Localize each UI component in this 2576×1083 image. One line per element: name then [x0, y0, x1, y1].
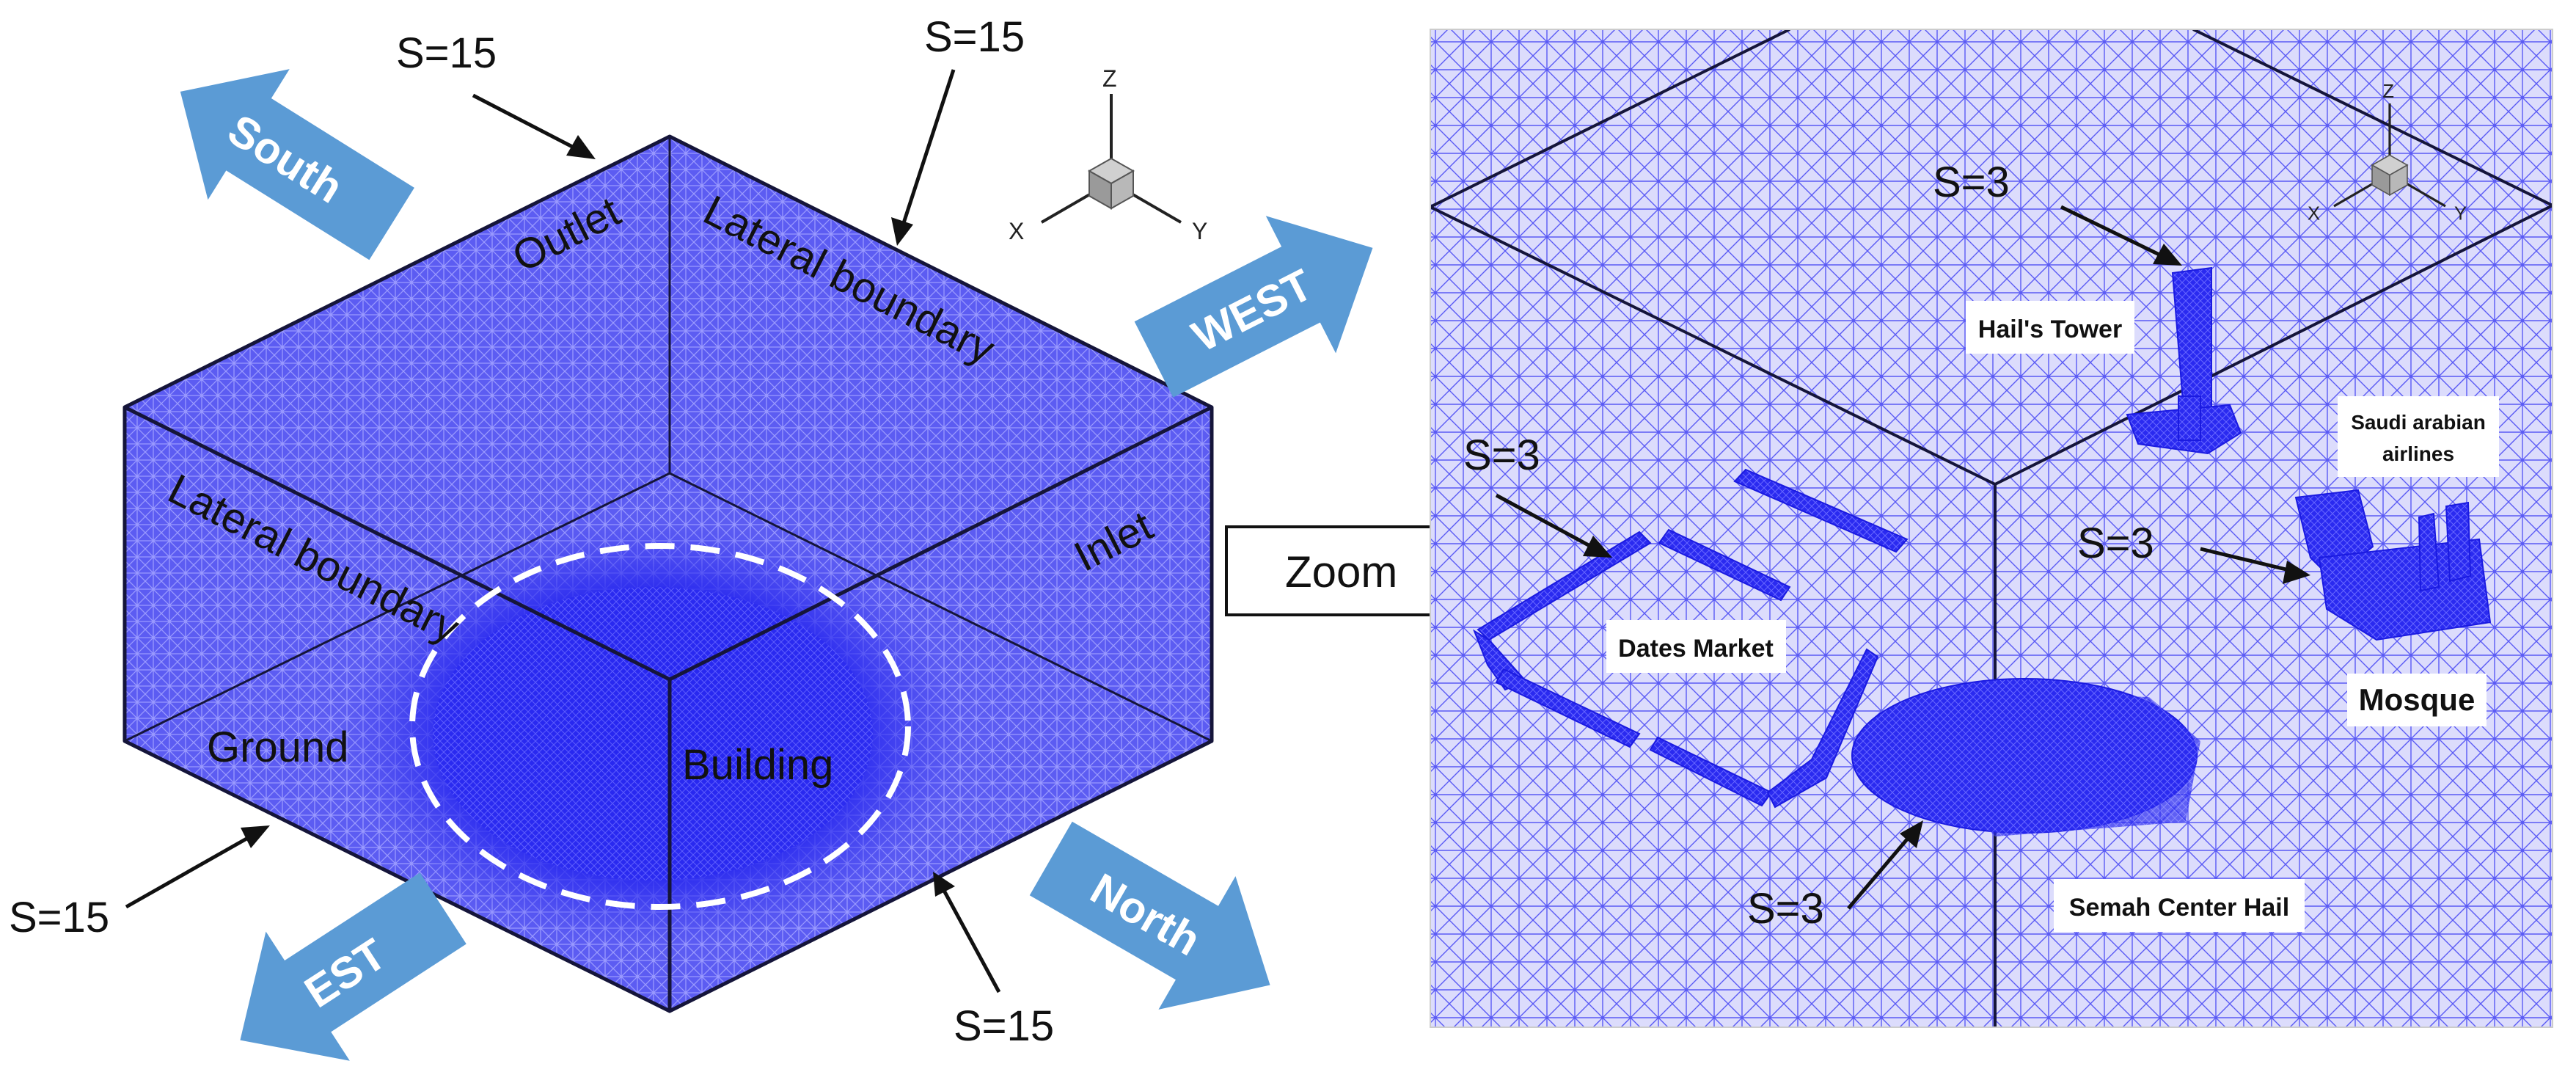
domain-box	[122, 134, 1214, 1013]
semah-center-building	[1851, 678, 2200, 836]
size-label-mosque: S=3	[2077, 519, 2154, 567]
block-arrow-icon	[1134, 216, 1373, 398]
axis-x-label: X	[2308, 203, 2320, 224]
block-arrow-icon	[180, 69, 414, 260]
dates-market-tag	[1606, 620, 1786, 673]
size-label-bottom-left: S=15	[9, 894, 109, 941]
axis-y-label: Y	[1192, 218, 1207, 244]
axis-z-label: Z	[2382, 81, 2394, 102]
block-arrow-icon	[240, 872, 466, 1061]
size-label-bottom-right: S=15	[954, 1002, 1054, 1050]
arrow-pointer-icon	[933, 872, 1001, 993]
zoom-label: Zoom	[1285, 547, 1397, 597]
dates-market-label: Dates Market	[1618, 635, 1774, 663]
semah-center-label: Semah Center Hail	[2069, 894, 2289, 922]
size-label-top-left: S=15	[396, 29, 497, 77]
size-annotations-left: S=15 S=15 S=15 S=15	[9, 13, 1054, 1050]
saudi-airlines-label-line1: Saudi arabian	[2351, 411, 2486, 434]
saudi-airlines-tag	[2338, 396, 2499, 477]
direction-arrow-north: North	[1029, 821, 1270, 1010]
ground-label: Ground	[207, 723, 348, 771]
hails-tower-label: Hail's Tower	[1978, 316, 2122, 343]
arrow-pointer-icon	[2060, 205, 2182, 266]
direction-arrow-south: South	[180, 69, 414, 260]
axis-triad-icon: Z X Y	[2308, 81, 2467, 224]
axis-y-label: Y	[2454, 203, 2467, 224]
arrow-pointer-icon	[2200, 547, 2310, 584]
hails-tower-building	[2126, 266, 2242, 455]
zoom-panel-frame	[1430, 29, 2553, 1028]
arrow-pointer-icon	[472, 93, 596, 159]
mosque-tag	[2347, 674, 2487, 726]
dates-market-buildings	[1473, 468, 1909, 809]
size-label-top-right: S=15	[924, 13, 1025, 61]
hails-tower-tag	[1966, 301, 2134, 354]
building-label: Building	[682, 741, 833, 789]
arrow-pointer-icon	[1847, 820, 1923, 910]
size-label-center: S=3	[1747, 885, 1824, 933]
block-arrow-icon	[1029, 821, 1270, 1010]
mosque-building	[2294, 489, 2492, 641]
axis-x-label: X	[1009, 218, 1024, 244]
size-label-tower: S=3	[1933, 158, 2010, 206]
direction-arrow-est: EST	[240, 872, 466, 1061]
building-zone	[409, 543, 911, 910]
semah-center-tag	[2054, 879, 2305, 932]
saudi-airlines-label-line2: airlines	[2382, 442, 2454, 465]
mosque-label: Mosque	[2359, 682, 2476, 717]
axis-triad-icon: Z X Y	[1009, 65, 1207, 244]
size-label-market: S=3	[1463, 431, 1540, 479]
axis-z-label: Z	[1102, 65, 1117, 92]
arrow-pointer-icon	[125, 825, 270, 909]
zoom-panel: Hail's Tower Saudi arabian airlines Date…	[1430, 29, 2553, 1027]
arrow-pointer-icon	[1495, 493, 1612, 558]
arrow-pointer-icon	[891, 69, 956, 246]
